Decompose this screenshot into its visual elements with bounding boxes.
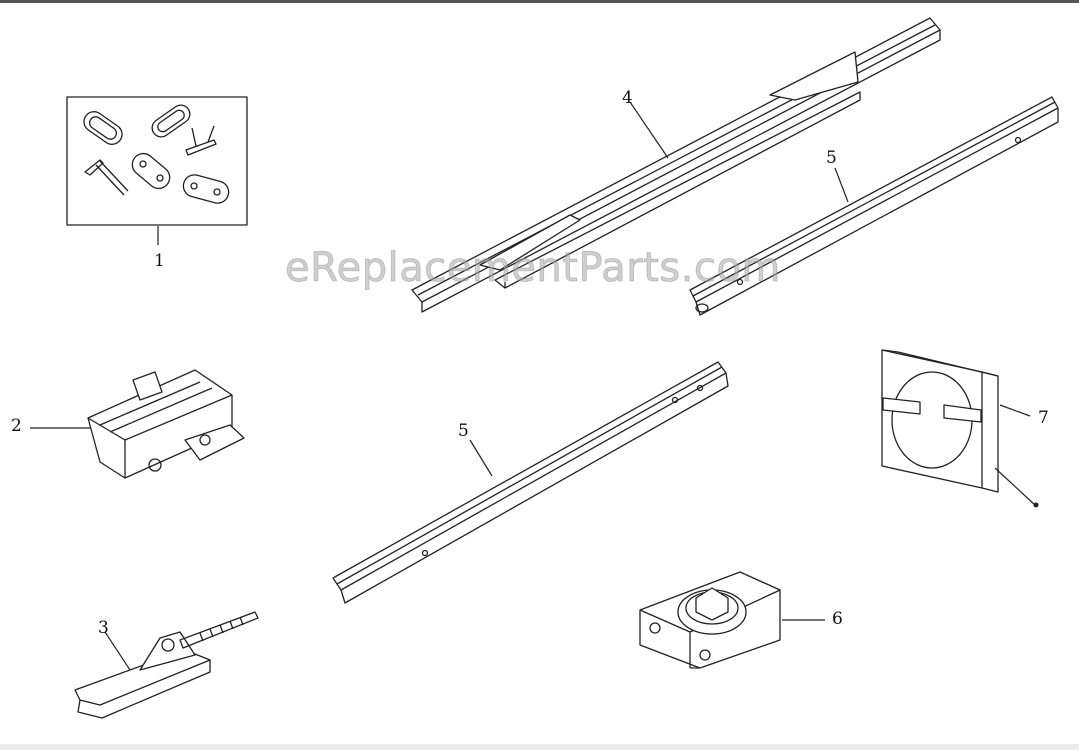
top-border [0, 0, 1079, 3]
callout-4: 4 [622, 88, 633, 108]
part-5-rail-section-lower [332, 361, 729, 604]
watermark-text: eReplacementParts.com [285, 245, 781, 292]
part-7-square-plate [881, 349, 1039, 508]
callout-6: 6 [832, 609, 843, 629]
part-2-trolley [30, 369, 245, 479]
part-6-pulley-bracket [639, 571, 825, 669]
kit-box [66, 96, 248, 226]
callout-5-upper: 5 [826, 148, 837, 168]
part-5-rail-section-upper [689, 96, 1059, 316]
callout-7: 7 [1038, 408, 1049, 428]
part-3-door-arm [74, 611, 259, 719]
callout-3: 3 [98, 618, 109, 638]
callout-2: 2 [11, 416, 22, 436]
bottom-border [0, 744, 1079, 750]
part-1-chain-link-kit [66, 96, 248, 245]
callout-5-lower: 5 [458, 421, 469, 441]
part-4-center-rail [411, 17, 941, 313]
callout-1: 1 [154, 251, 165, 271]
